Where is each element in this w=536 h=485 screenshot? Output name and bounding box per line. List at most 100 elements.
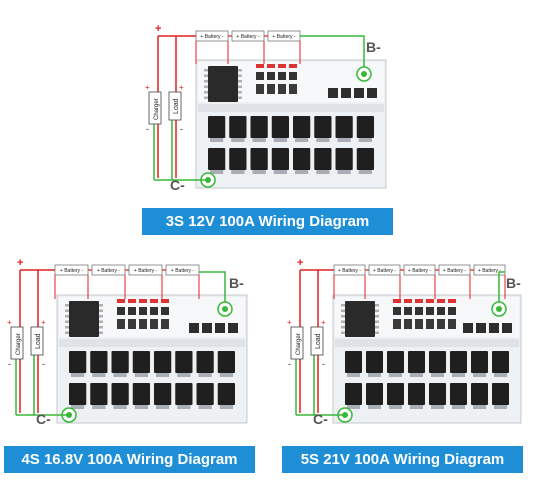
balance-pad [278,64,286,68]
power-mosfet [492,351,509,373]
power-mosfet [229,148,247,170]
mosfet-tab [337,170,351,174]
balance-resistor [404,319,412,329]
mosfet-tab [210,170,224,174]
ic-pin [65,320,69,323]
power-mosfet [450,351,467,373]
b-minus-label: B- [506,275,521,291]
mosfet-tab [389,405,402,409]
mosfet-tab [358,170,372,174]
mosfet-tab [347,405,360,409]
diagram-title-4s: 4S 16.8V 100A Wiring Diagram [4,446,255,473]
balance-mosfet [256,72,264,80]
charger-minus: - [8,359,11,369]
load-plus: + [321,318,326,327]
mosfet-tab [92,405,106,409]
mosfet-tab [316,138,330,142]
power-mosfet [335,148,353,170]
power-mosfet [208,148,226,170]
mosfet-tab [219,405,233,409]
battery-label: + Battery - [200,34,224,40]
mosfet-tab [494,405,507,409]
balance-resistor [150,319,158,329]
b-minus-pad-center [496,306,502,312]
balance-mosfet [393,307,401,315]
b-minus-wire [300,35,365,67]
b-minus-pad-center [361,71,367,77]
battery-label: + Battery - [171,268,195,274]
wiring-diagram-2: +Charger+-Load+-+ Battery -+ Battery -+ … [7,257,248,427]
battery-cell [165,264,200,276]
charger-box [10,326,24,360]
power-mosfet [450,383,467,405]
mosfet-tab [219,373,233,377]
power-mosfet [154,351,172,373]
power-mosfet [429,351,446,373]
ic-pin [375,304,379,307]
ic-pin [375,315,379,318]
balance-resistor [256,84,264,94]
ic-pin [341,309,345,312]
mosfet-tab [347,373,360,377]
ic-pin [204,96,208,99]
ic-pin [204,69,208,72]
mosfet-tab [273,138,287,142]
balance-mosfet [267,72,275,80]
driver-chip [328,88,338,98]
driver-chip [354,88,364,98]
mosfet-tab [494,373,507,377]
balance-pad [404,299,412,303]
mosfet-tab [473,405,486,409]
board-strip [198,104,384,112]
power-mosfet [492,383,509,405]
wiring-diagram-1: +Charger+-Load+-+ Battery -+ Battery -+ … [145,23,387,193]
plus-sign: + [17,257,23,269]
balance-mosfet [437,307,445,315]
balance-resistor [139,319,147,329]
ic-pin [238,74,242,77]
charger-box [290,326,304,360]
charger-box [148,91,162,125]
battery-label: + Battery - [443,268,467,274]
balance-resistor [128,319,136,329]
battery-label: + Battery - [134,268,158,274]
ic-pin [238,80,242,83]
balance-pad [267,64,275,68]
mosfet-tab [252,138,266,142]
charger-plus: + [145,83,150,92]
ic-pin [375,309,379,312]
c-minus-label: C- [36,411,51,427]
power-mosfet [408,351,425,373]
driver-chip [189,323,199,333]
mosfet-tab [431,373,444,377]
battery-label: + Battery - [272,34,296,40]
power-mosfet [229,116,247,138]
power-mosfet [271,148,289,170]
balance-resistor [161,319,169,329]
ic-pin [341,304,345,307]
mosfet-tab [71,373,85,377]
ic-pin [238,91,242,94]
mosfet-tab [71,405,85,409]
balance-mosfet [415,307,423,315]
mosfet-tab [368,405,381,409]
driver-chip [341,88,351,98]
load-minus: - [322,359,325,369]
power-mosfet [69,383,87,405]
balance-mosfet [128,307,136,315]
ic-pin [341,331,345,334]
ic-pin [99,315,103,318]
b-minus-wire [498,271,505,302]
balance-pad [139,299,147,303]
power-mosfet [175,351,193,373]
power-mosfet [387,351,404,373]
load-label: Load [173,98,180,114]
balance-pad [161,299,169,303]
ic-pin [238,69,242,72]
driver-chip [367,88,377,98]
mosfet-tab [337,138,351,142]
balance-pad [448,299,456,303]
power-mosfet [471,383,488,405]
ic-pin [204,80,208,83]
